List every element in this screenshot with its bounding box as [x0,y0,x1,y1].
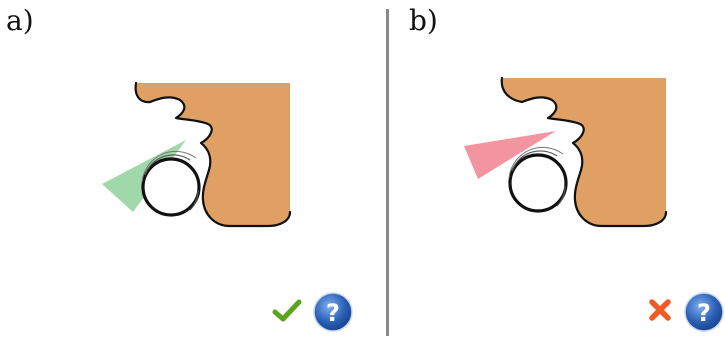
panel-divider [386,9,389,336]
check-icon [272,298,302,328]
help-icon-b[interactable]: ? [683,291,725,337]
panel-b: b) ? [390,0,725,336]
face-profile-illustration-b [390,0,725,336]
mouthpiece-ring-b [510,155,566,211]
help-glyph-b: ? [697,299,711,327]
help-glyph-a: ? [326,299,340,327]
help-icon-a[interactable]: ? [312,291,354,337]
panel-a: a) ? [0,0,386,336]
cross-icon [647,297,673,327]
face-profile-illustration-a [0,0,386,336]
mouthpiece-ring-a [143,159,199,215]
